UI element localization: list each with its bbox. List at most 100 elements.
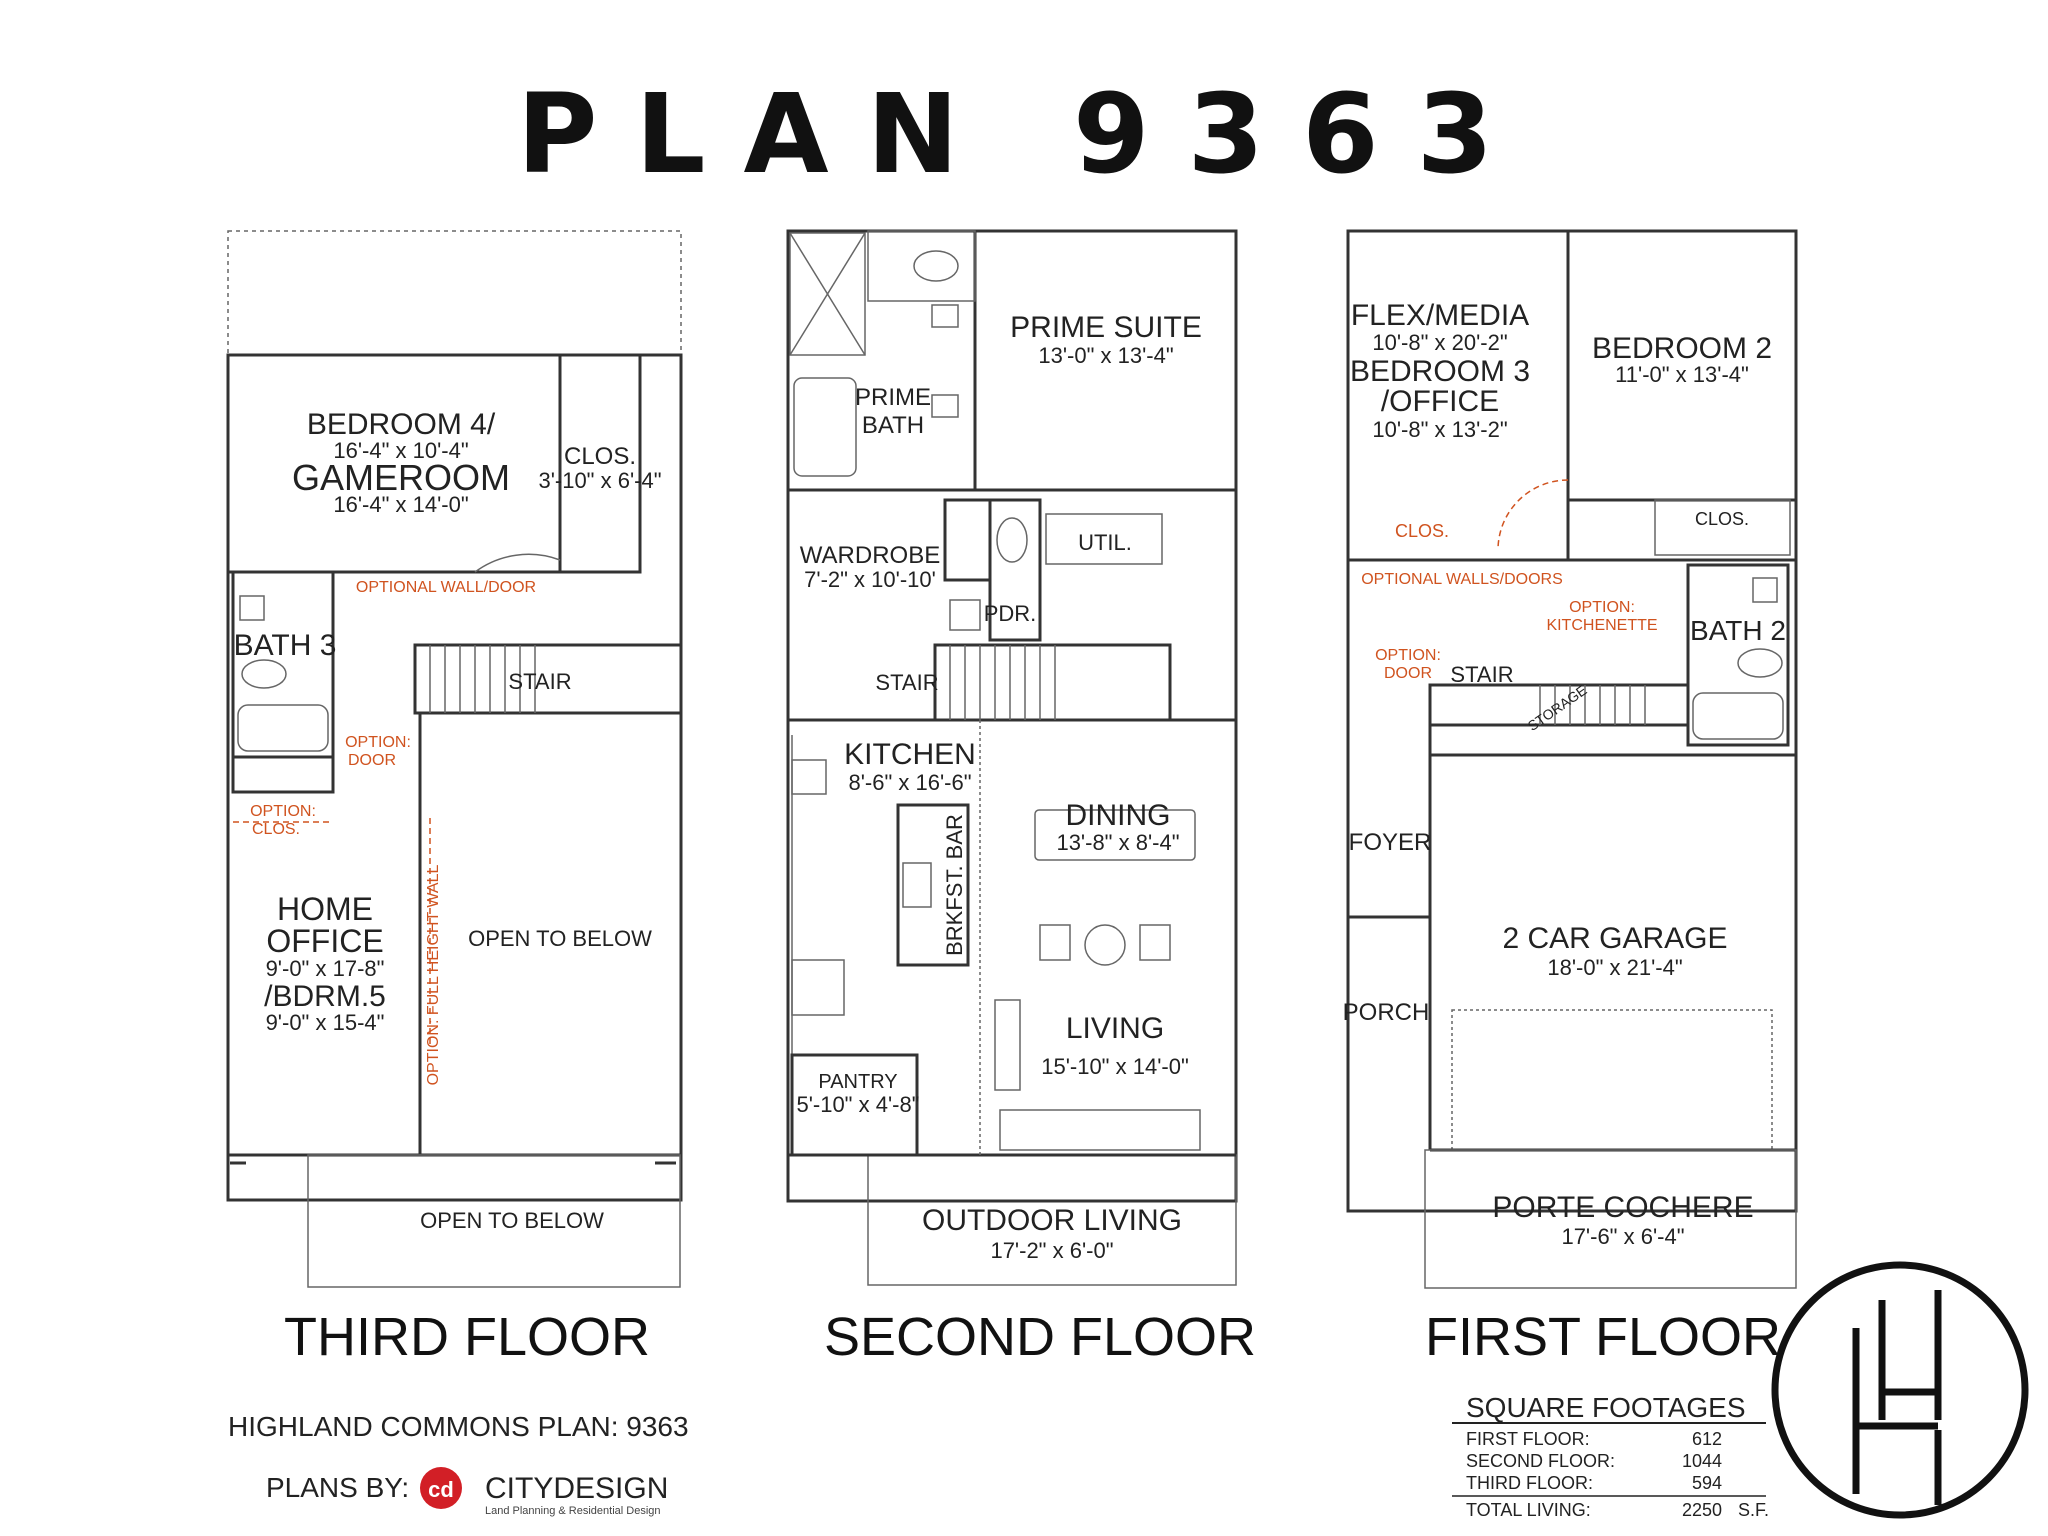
third-stair-label: STAIR [508, 669, 571, 694]
pdr-room [988, 498, 1042, 642]
dining-table [1034, 809, 1196, 861]
kitchenette-note-1: OPTION: [1569, 599, 1635, 616]
second-floor-plan: PRIME SUITE 13'-0" x 13'-4" PRIME BATH W… [786, 229, 1256, 1367]
bath3-label: BATH 3 [234, 629, 337, 662]
kitchen-label: KITCHEN [844, 738, 976, 771]
third-option-clos-1: OPTION: [250, 803, 316, 820]
third-option-door-2: DOOR [348, 752, 396, 769]
home-office-dim: 9'-0" x 17-8" [266, 956, 385, 981]
plans-by-text: PLANS BY: [266, 1472, 409, 1503]
brkfst-bar-label: BRKFST. BAR [942, 814, 967, 956]
prime-bath-label-1: PRIME [855, 384, 931, 411]
wardrobe-label: WARDROBE [800, 542, 940, 569]
bedroom4-dim: 16'-4" x 10'-4" [333, 438, 468, 463]
bedroom2-label: BEDROOM 2 [1592, 332, 1772, 365]
first-floor-label: FIRST FLOOR [1425, 1307, 1781, 1367]
shower [789, 232, 866, 356]
bath2-room [1686, 563, 1790, 747]
third-option-door-1: OPTION: [345, 734, 411, 751]
porte-cochere-area [1424, 1149, 1797, 1289]
home-label: HOME [277, 891, 373, 927]
wardrobe-dim: 7'-2" x 10'-10' [804, 567, 936, 592]
third-clos-dim: 3'-10" x 6'-4" [538, 468, 661, 493]
hf-monogram-logo [1771, 1261, 2029, 1519]
third-balcony [307, 1154, 681, 1288]
first-clos [1654, 499, 1791, 556]
third-floor-plan: BEDROOM 4/ 16'-4" x 10'-4" GAMEROOM 16'-… [226, 230, 683, 1367]
gameroom-label: GAMEROOM [292, 457, 510, 498]
prime-suite-label: PRIME SUITE [1010, 311, 1202, 344]
living-furniture [994, 924, 1201, 1151]
sqft-row-label: THIRD FLOOR: [1466, 1473, 1593, 1493]
dining-dim: 13'-8" x 8'-4" [1056, 830, 1179, 855]
first-clos-b: CLOS. [1695, 509, 1749, 529]
porch-label: PORCH [1343, 999, 1430, 1026]
pantry-dim: 5'-10" x 4'-8" [796, 1092, 919, 1117]
prime-suite-dim: 13'-0" x 13'-4" [1038, 343, 1173, 368]
second-floor-outline [786, 229, 1238, 1203]
third-floor-label: THIRD FLOOR [284, 1307, 650, 1367]
kitchen-dim: 8'-6" x 16'-6" [848, 770, 971, 795]
first-option-door-2: DOOR [1384, 665, 1432, 682]
first-floor-plan: FLEX/MEDIA 10'-8" x 20'-2" BEDROOM 3 /OF… [1343, 229, 1798, 1367]
sqft-row-label: FIRST FLOOR: [1466, 1429, 1590, 1449]
citydesign-logo: cd [420, 1467, 462, 1509]
bedroom2-dim: 11'-0" x 13'-4" [1615, 362, 1749, 387]
optional-wall-door-note: OPTIONAL WALL/DOOR [356, 579, 536, 596]
outdoor-living-dim: 17'-2" x 6'-0" [990, 1238, 1113, 1263]
pdr-label: PDR. [984, 601, 1037, 626]
third-option-clos-2: CLOS. [252, 821, 300, 838]
first-floor-outline [1346, 229, 1798, 1213]
sqft-row-value: 1044 [1682, 1451, 1722, 1471]
third-floor-outline [226, 353, 683, 1202]
sqft-heading: SQUARE FOOTAGES [1466, 1392, 1746, 1423]
first-option-door-1: OPTION: [1375, 647, 1441, 664]
citydesign-name: CITYDESIGN [485, 1472, 668, 1505]
foyer-label: FOYER [1349, 829, 1432, 856]
sqft-total-unit: S.F. [1738, 1500, 1769, 1520]
flex-media-label: FLEX/MEDIA [1351, 299, 1529, 332]
open-to-below-2: OPEN TO BELOW [420, 1208, 604, 1233]
full-height-wall-note: OPTION: FULL HEIGHT WALL [425, 865, 442, 1086]
second-stair-label: STAIR [875, 670, 938, 695]
living-label: LIVING [1066, 1012, 1164, 1045]
bathtub [793, 377, 857, 477]
first-stair [1428, 683, 1690, 727]
util-room [1045, 513, 1163, 565]
office-label-first: /OFFICE [1381, 385, 1499, 418]
plan-title: PLAN 9363 [516, 70, 1532, 198]
bedroom3-label: BEDROOM 3 [1350, 355, 1530, 388]
sqft-total-value: 2250 [1682, 1500, 1722, 1520]
sqft-total-label: TOTAL LIVING: [1466, 1500, 1591, 1520]
kitchen-island [896, 803, 970, 967]
sqft-row-label: SECOND FLOOR: [1466, 1451, 1615, 1471]
flex-media-dim: 10'-8" x 20'-2" [1372, 330, 1507, 355]
bdrm5-dim: 9'-0" x 15-4" [266, 1010, 385, 1035]
square-footages-table: SQUARE FOOTAGES FIRST FLOOR: 612 SECOND … [1452, 1392, 1769, 1520]
office-label: OFFICE [266, 923, 383, 959]
first-stair-label: STAIR [1450, 662, 1513, 687]
open-to-below-1: OPEN TO BELOW [468, 926, 652, 951]
garage-door-outline [1451, 1009, 1773, 1151]
outdoor-living-label: OUTDOOR LIVING [922, 1204, 1182, 1237]
pantry-label: PANTRY [818, 1071, 897, 1093]
first-clos-a: CLOS. [1395, 521, 1449, 541]
third-clos-label: CLOS. [564, 443, 636, 470]
second-stair [933, 643, 1172, 722]
second-floor-label: SECOND FLOOR [824, 1307, 1256, 1367]
roof-outline [227, 230, 682, 356]
gameroom-dim: 16'-4" x 14'-0" [333, 492, 468, 517]
third-stair [413, 643, 683, 715]
highland-commons-text: HIGHLAND COMMONS PLAN: 9363 [228, 1411, 689, 1442]
bedroom4-label: BEDROOM 4/ [307, 408, 496, 441]
bedroom3-dim: 10'-8" x 13'-2" [1372, 417, 1507, 442]
sqft-row-value: 594 [1692, 1473, 1722, 1493]
garage-dim: 18'-0" x 21'-4" [1547, 955, 1682, 980]
living-dim: 15'-10" x 14'-0" [1041, 1054, 1189, 1079]
citydesign-subtitle: Land Planning & Residential Design [485, 1505, 661, 1517]
svg-text:cd: cd [428, 1477, 454, 1502]
porte-cochere-label: PORTE COCHERE [1492, 1191, 1753, 1224]
util-label: UTIL. [1078, 530, 1132, 555]
third-closet [558, 353, 642, 574]
